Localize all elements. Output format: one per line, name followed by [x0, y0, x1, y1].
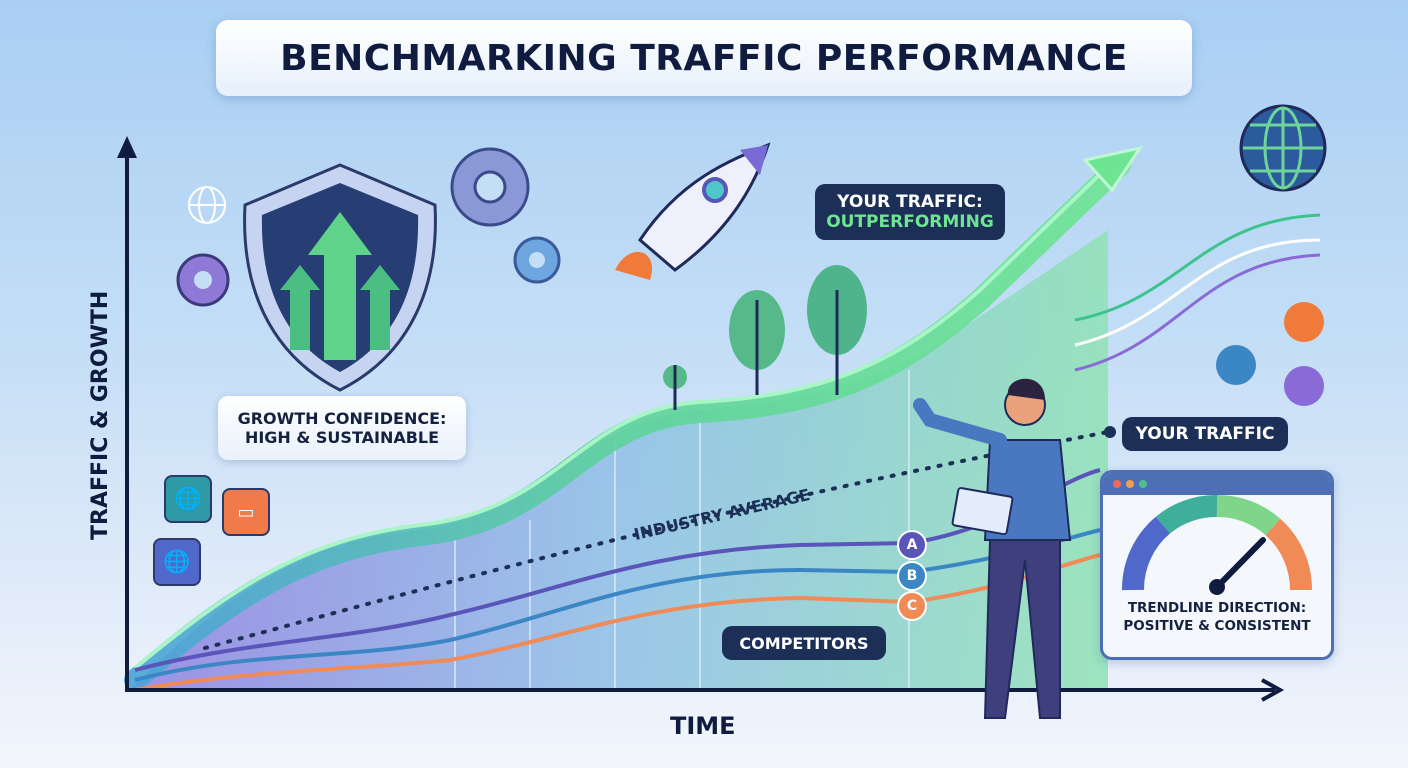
tablet-chart-icon [951, 487, 1014, 536]
x-axis-label: TIME [670, 712, 736, 740]
callout-line: GROWTH CONFIDENCE: [237, 409, 447, 428]
gear-icon [450, 147, 530, 227]
competitor-a-badge: A [897, 530, 927, 560]
growth-arrowhead-icon [1082, 145, 1144, 193]
gear-icon [176, 253, 230, 307]
gear-icon [513, 236, 561, 284]
globe-cursor-icon: 🌐 [164, 475, 212, 523]
window-dot-icon [1113, 480, 1121, 488]
callout-line: YOUR TRAFFIC: [837, 192, 983, 212]
page-title: BENCHMARKING TRAFFIC PERFORMANCE [280, 37, 1128, 79]
browser-cursor-icon: ▭ [222, 488, 270, 536]
competitor-c-badge: C [897, 591, 927, 621]
y-axis-label: TRAFFIC & GROWTH [88, 290, 113, 540]
callout-line: YOUR TRAFFIC [1135, 424, 1275, 444]
presenter-figure [913, 378, 1072, 719]
shield-arrows-icon [243, 163, 437, 392]
your-traffic-label: YOUR TRAFFIC [1122, 417, 1288, 451]
callout-line: COMPETITORS [739, 633, 869, 653]
callout-line: HIGH & SUSTAINABLE [244, 428, 440, 447]
growth-confidence-callout: GROWTH CONFIDENCE: HIGH & SUSTAINABLE [218, 396, 466, 460]
your-traffic-curve [124, 154, 1131, 691]
gauge-icon [1121, 494, 1313, 595]
industry-average-line [203, 430, 1110, 650]
window-dot-icon [1126, 480, 1134, 488]
globe-icon [188, 186, 226, 224]
trendline-gauge-card: TRENDLINE DIRECTION: POSITIVE & CONSISTE… [1100, 470, 1334, 660]
competitors-label: COMPETITORS [722, 626, 886, 660]
tree-icon [663, 265, 867, 410]
your-traffic-outperforming-callout: YOUR TRAFFIC: OUTPERFORMING [815, 184, 1005, 240]
window-dot-icon [1139, 480, 1147, 488]
shopping-cart-icon [1284, 302, 1324, 342]
callout-line: TRENDLINE DIRECTION: [1127, 600, 1307, 616]
callout-highlight: OUTPERFORMING [826, 212, 994, 232]
competitor-b-badge: B [897, 561, 927, 591]
title-banner: BENCHMARKING TRAFFIC PERFORMANCE [216, 20, 1192, 96]
callout-line: POSITIVE & CONSISTENT [1123, 618, 1311, 634]
globe-icon: 🌐 [153, 538, 201, 586]
shopping-cart-icon [1216, 345, 1256, 385]
globe-icon [1239, 104, 1327, 192]
rocket-icon [615, 142, 771, 280]
window-titlebar [1103, 473, 1331, 495]
globe-icon [1284, 366, 1324, 406]
